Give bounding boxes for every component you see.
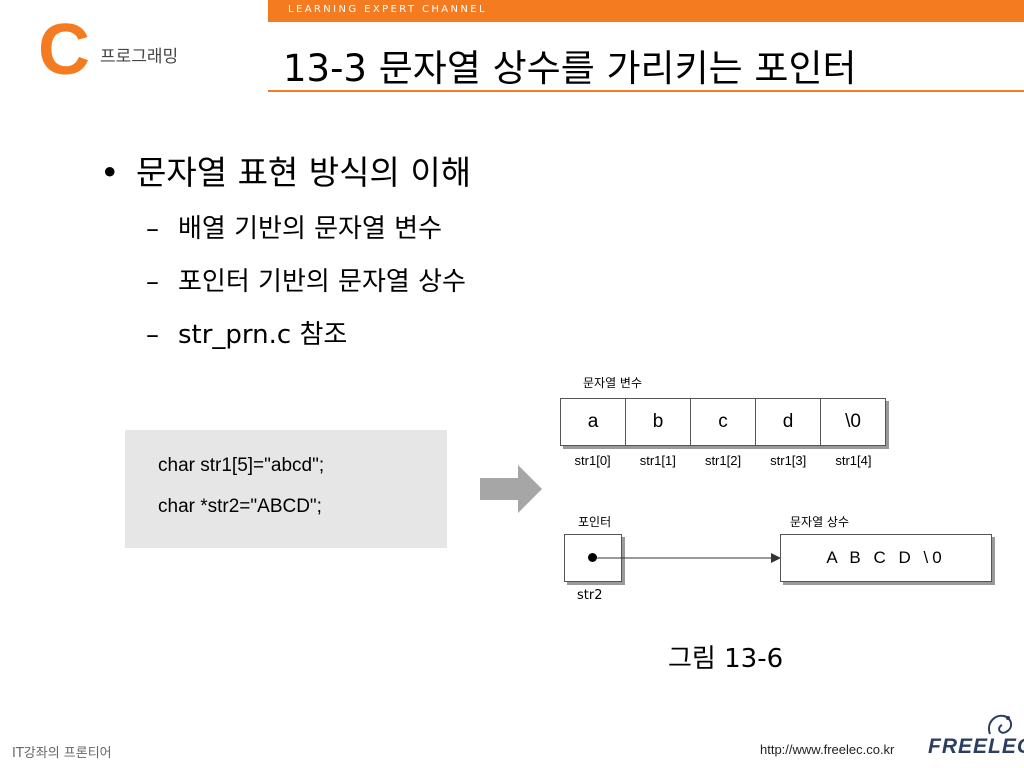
array-cell: d xyxy=(756,399,821,445)
array-cell: \0 xyxy=(845,411,861,432)
array-index: str1[3] xyxy=(770,453,807,468)
sub-item-text: 포인터 기반의 문자열 상수 xyxy=(178,267,466,297)
bullet-dot-icon: • xyxy=(100,153,120,192)
code-line: char str1[5]="abcd"; xyxy=(158,455,325,476)
array-cell: a xyxy=(561,399,626,445)
pointer-name: str2 xyxy=(577,588,603,603)
constant-box: A B C D \0 xyxy=(780,534,992,582)
array-index: str1[0] xyxy=(574,453,611,468)
right-arrow-icon xyxy=(480,465,542,513)
footer-brand-logo: FREELEC xyxy=(928,735,1024,758)
page-title: 13-3 문자열 상수를 가리키는 포인터 xyxy=(283,47,857,90)
array-cell: c xyxy=(691,399,756,445)
pointer-label: 포인터 xyxy=(578,515,612,529)
sub-item: –포인터 기반의 문자열 상수 xyxy=(146,261,466,298)
pointer-dot-icon xyxy=(588,553,597,562)
code-box xyxy=(125,430,447,548)
array-cells: a b c d \0 xyxy=(560,398,886,446)
sub-item-text: 배열 기반의 문자열 변수 xyxy=(178,214,442,244)
code-line: char *str2="ABCD"; xyxy=(158,496,322,517)
array-index: str1[4] xyxy=(835,453,872,468)
dash-icon: – xyxy=(146,320,159,350)
array-index: str1[2] xyxy=(704,453,742,468)
logo-text: 프로그래밍 xyxy=(100,47,179,67)
header-band: LEARNING EXPERT CHANNEL xyxy=(268,0,1024,22)
array-index: str1[1] xyxy=(639,453,676,468)
main-bullet-text: 문자열 표현 방식의 이해 xyxy=(136,153,472,192)
header-band-text: LEARNING EXPERT CHANNEL xyxy=(288,4,487,15)
array-cell: b xyxy=(626,399,691,445)
dash-icon: – xyxy=(146,267,159,297)
logo-letter: C xyxy=(38,10,90,90)
figure-caption: 그림 13-6 xyxy=(668,644,784,674)
title-divider xyxy=(268,90,1024,92)
sub-item-text: str_prn.c 참조 xyxy=(178,320,348,350)
brand-logo-icon xyxy=(988,714,1012,735)
pointer-arrow-icon xyxy=(597,553,781,563)
sub-item: –배열 기반의 문자열 변수 xyxy=(146,208,442,245)
footer-slogan: IT강좌의 프론티어 xyxy=(12,746,112,761)
sub-item: –str_prn.c 참조 xyxy=(146,314,347,351)
array-indices: str1[0] str1[1] str1[2] str1[3] str1[4] xyxy=(560,453,886,468)
constant-label: 문자열 상수 xyxy=(790,515,850,529)
main-bullet: • 문자열 표현 방식의 이해 xyxy=(100,146,471,194)
array-label: 문자열 변수 xyxy=(583,376,643,390)
footer-url: http://www.freelec.co.kr xyxy=(760,742,895,757)
constant-value: A B C D \0 xyxy=(826,548,946,567)
dash-icon: – xyxy=(146,214,159,244)
